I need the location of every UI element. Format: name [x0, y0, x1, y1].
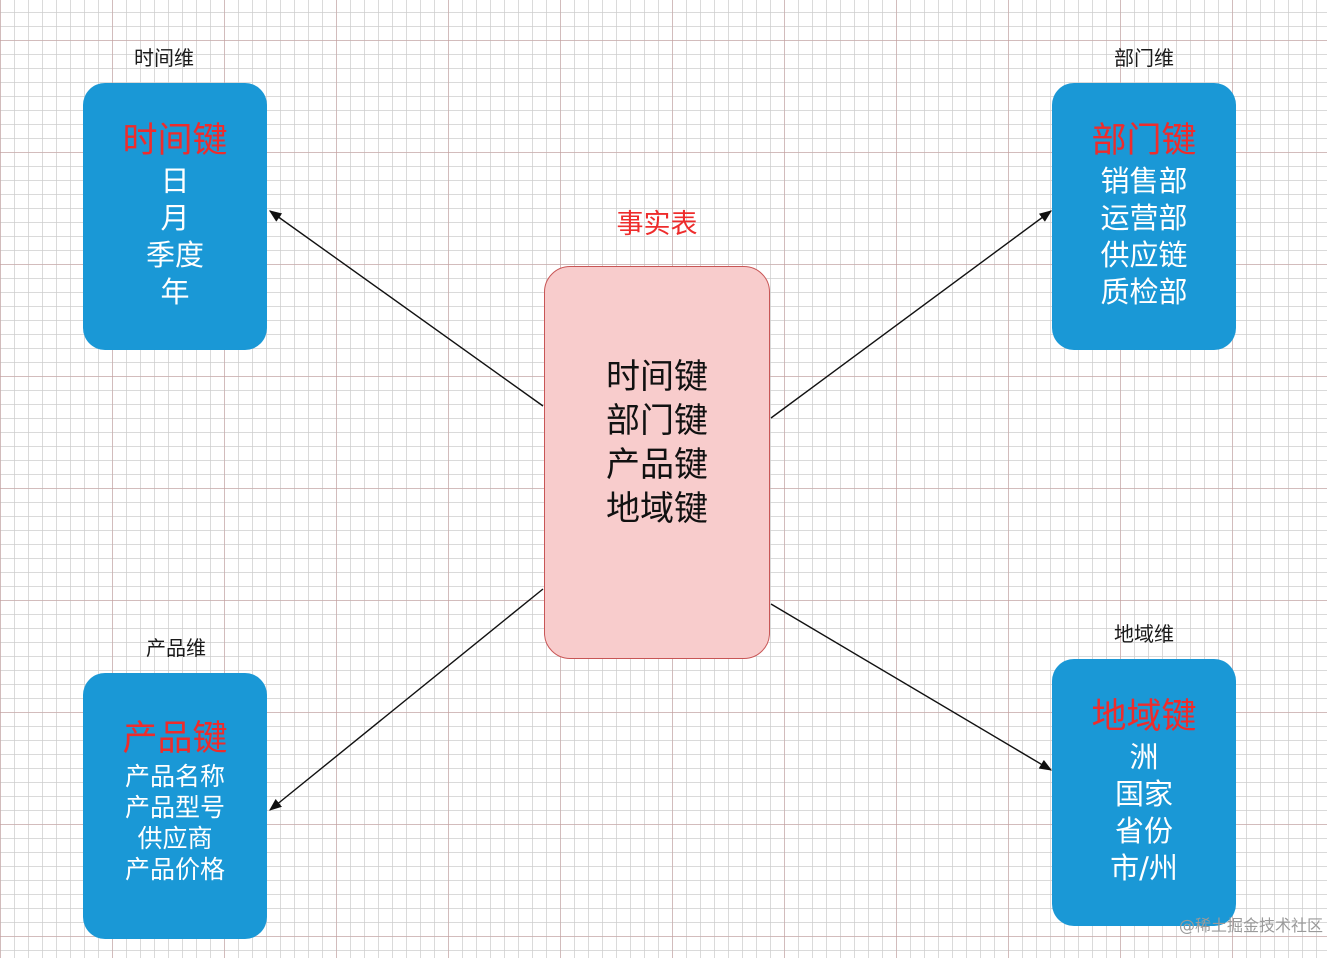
product-dimension-label: 产品维 — [146, 636, 206, 660]
arrow-to-time-dimension — [268, 210, 544, 407]
watermark: @稀土掘金技术社区 — [1178, 916, 1323, 935]
product-attr-price: 产品价格 — [124, 855, 225, 884]
region-attr-city: 市/州 — [1110, 851, 1178, 885]
department-key: 部门键 — [1091, 121, 1197, 161]
department-attr-operations: 运营部 — [1100, 201, 1188, 235]
department-attr-quality: 质检部 — [1100, 275, 1188, 309]
fact-table-title: 事实表 — [616, 209, 698, 240]
product-attr-model: 产品型号 — [124, 793, 225, 822]
arrow-to-region-dimension — [770, 603, 1053, 771]
product-key: 产品键 — [122, 719, 228, 759]
time-dimension-label: 时间维 — [134, 46, 194, 70]
fact-key-time: 时间键 — [606, 357, 708, 397]
arrow-to-product-dimension — [269, 588, 544, 811]
region-dimension-label: 地域维 — [1114, 622, 1174, 646]
time-attr-quarter: 季度 — [145, 238, 204, 272]
department-attr-sales: 销售部 — [1100, 164, 1188, 198]
region-attr-province: 省份 — [1114, 814, 1173, 848]
time-key: 时间键 — [122, 121, 228, 161]
fact-key-region: 地域键 — [606, 489, 708, 529]
product-attr-supplier: 供应商 — [137, 824, 213, 853]
arrow-to-department-dimension — [770, 210, 1053, 419]
product-dimension-box: 产品键 产品名称 产品型号 供应商 产品价格 — [83, 673, 267, 939]
department-dimension-box: 部门键 销售部 运营部 供应链 质检部 — [1052, 83, 1236, 350]
department-dimension-label: 部门维 — [1114, 46, 1174, 70]
time-attr-month: 月 — [160, 201, 190, 235]
region-dimension-box: 地域键 洲 国家 省份 市/州 — [1052, 659, 1236, 926]
region-attr-country: 国家 — [1114, 777, 1173, 811]
fact-key-product: 产品键 — [606, 445, 708, 485]
department-attr-supply-chain: 供应链 — [1100, 238, 1188, 272]
time-attr-day: 日 — [160, 164, 190, 198]
time-dimension-box: 时间键 日 月 季度 年 — [83, 83, 267, 350]
product-attr-name: 产品名称 — [124, 762, 225, 791]
fact-table-box: 时间键 部门键 产品键 地域键 — [544, 266, 770, 659]
fact-key-department: 部门键 — [606, 401, 708, 441]
region-attr-continent: 洲 — [1129, 740, 1159, 774]
time-attr-year: 年 — [160, 275, 190, 309]
region-key: 地域键 — [1091, 697, 1197, 737]
